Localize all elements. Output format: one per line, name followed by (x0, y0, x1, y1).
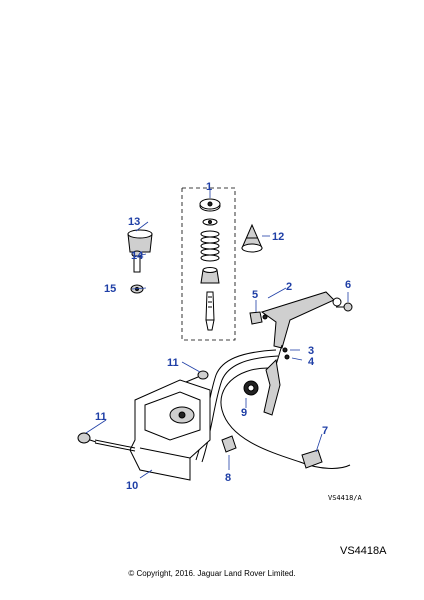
callout-11-upper: 11 (167, 357, 179, 369)
callout-12: 12 (272, 231, 284, 243)
grommet-part-9 (243, 380, 259, 396)
callout-1: 1 (206, 181, 212, 193)
clip-part-5 (249, 311, 263, 325)
callout-7: 7 (322, 425, 328, 437)
spring-assembly (199, 198, 221, 331)
callout-11-lower: 11 (95, 411, 107, 423)
rubber-cap-part-13 (127, 229, 153, 253)
lever-arm-part-2 (260, 291, 335, 416)
callout-15: 15 (104, 283, 116, 295)
bolt-part-11-lower (77, 432, 97, 444)
screw-part-6 (332, 297, 353, 312)
callout-13: 13 (128, 216, 140, 228)
drawing-code: VS4418/A (328, 494, 363, 502)
mounting-bracket-part-10 (94, 379, 211, 481)
cable-clip-part-7 (301, 449, 323, 469)
bracket-clip-part-8 (221, 435, 237, 453)
callout-9: 9 (241, 407, 247, 419)
callout-14: 14 (131, 250, 144, 262)
callout-2: 2 (286, 281, 292, 293)
conical-stop-part-12 (241, 223, 263, 253)
assembly-1-dashed-box (181, 187, 236, 341)
coil-spring (200, 230, 220, 262)
callout-6: 6 (345, 279, 351, 291)
pins-parts-3-4 (282, 347, 290, 360)
copyright-notice: © Copyright, 2016. Jaguar Land Rover Lim… (128, 569, 296, 578)
leader-lines (85, 190, 349, 479)
callout-10: 10 (126, 480, 138, 492)
reference-code: VS4418A (340, 545, 387, 557)
callout-3: 3 (308, 345, 314, 357)
callout-5: 5 (252, 289, 258, 301)
bolt-part-11-upper (185, 370, 209, 383)
callout-4: 4 (308, 356, 315, 368)
callout-8: 8 (225, 472, 231, 484)
